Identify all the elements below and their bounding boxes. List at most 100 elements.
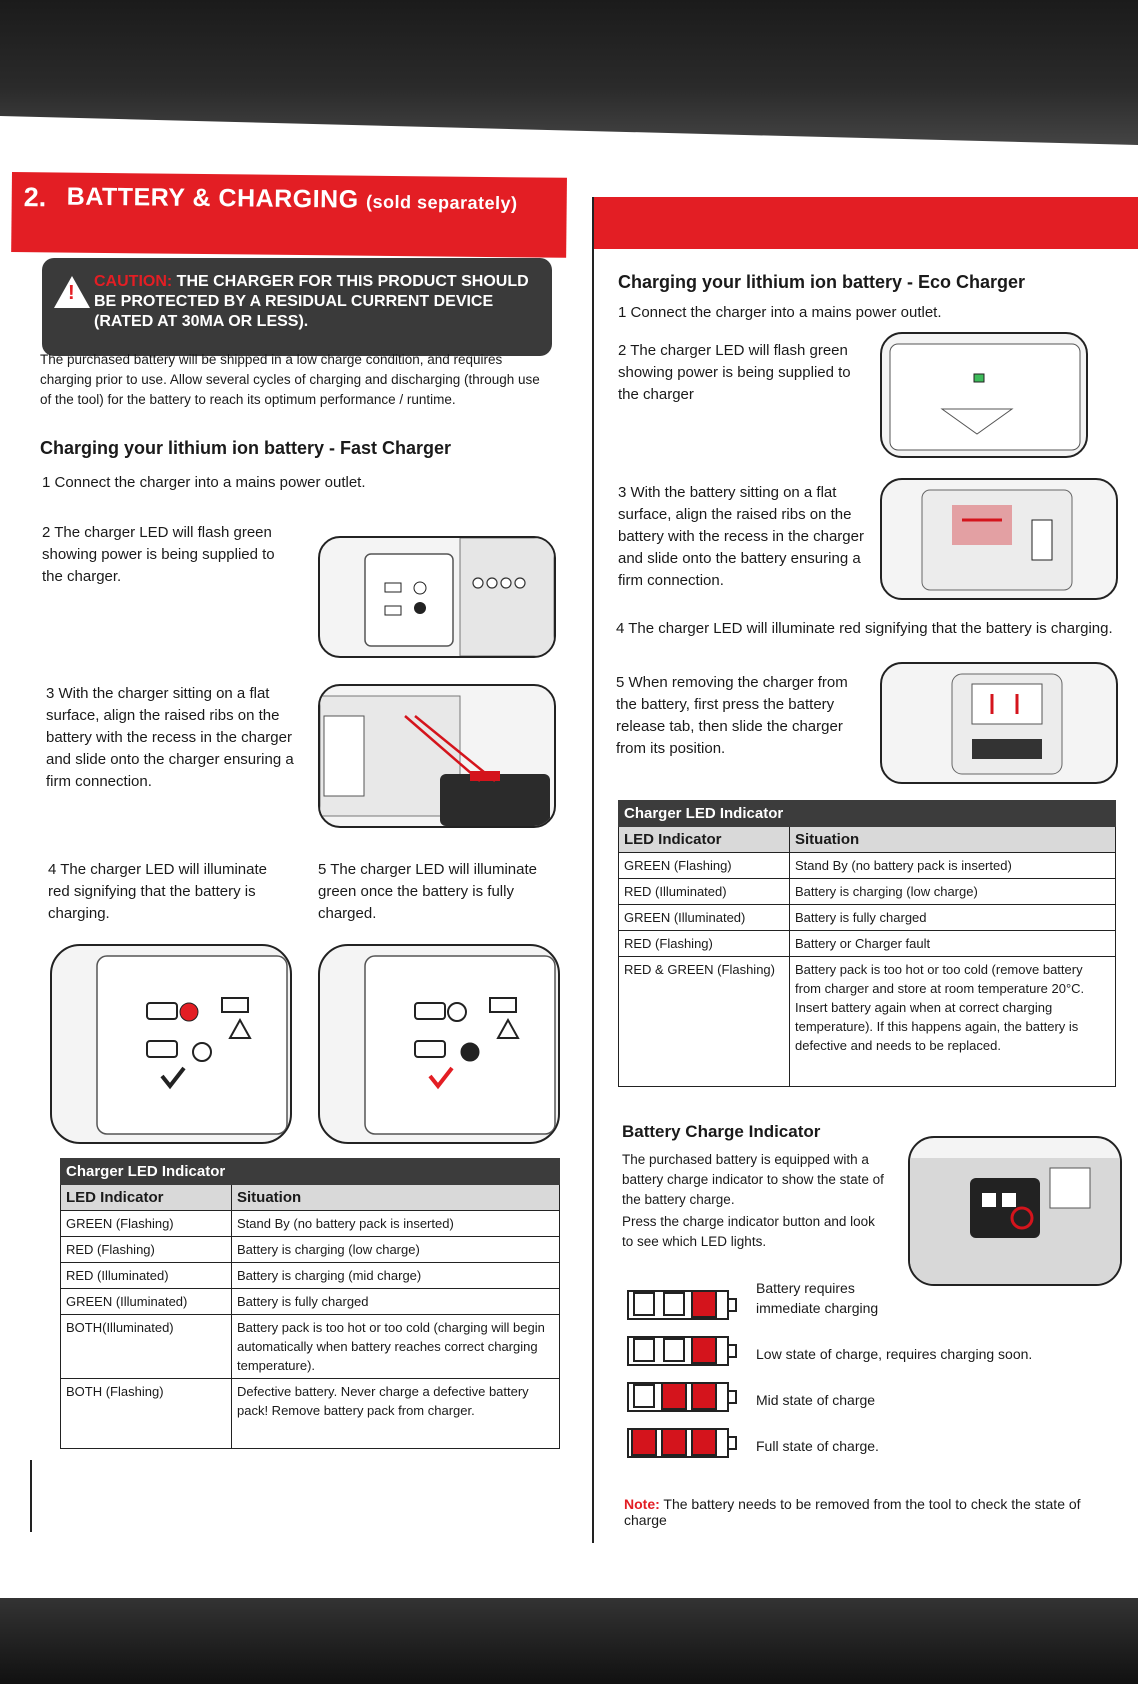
fast-charger-green-led-illustration (318, 944, 560, 1144)
table-cell: Battery is charging (low charge) (231, 1236, 560, 1263)
table-cell: Battery pack is too hot or too cold (rem… (789, 956, 1116, 1087)
table-header-situation: Situation (231, 1184, 560, 1211)
battery-frame (627, 1290, 729, 1320)
table-cell: GREEN (Flashing) (618, 852, 790, 879)
battery-cell-lit (691, 1382, 717, 1410)
fast-step-2: 2 The charger LED will flash green showi… (42, 524, 275, 585)
battery-level-1-label: Battery requires immediate charging (756, 1280, 879, 1316)
bci-text-1: The purchased battery is equipped with a… (622, 1152, 884, 1207)
table-row: RED (Illuminated)Battery is charging (mi… (60, 1262, 560, 1289)
fast-step-1: 1 Connect the charger into a mains power… (42, 474, 366, 491)
table-cell: RED (Illuminated) (60, 1262, 232, 1289)
note: Note: The battery needs to be removed fr… (624, 1496, 1124, 1528)
battery-cell-lit (691, 1336, 717, 1364)
fast-charger-led-illustration (318, 536, 556, 658)
table-row: RED (Flashing)Battery or Charger fault (618, 930, 1116, 957)
table-cell: Battery is fully charged (789, 904, 1116, 931)
battery-cell (633, 1338, 655, 1362)
table-cell: Battery is fully charged (231, 1288, 560, 1315)
bci-text-2: Press the charge indicator button and lo… (622, 1214, 875, 1249)
eco-charger-remove-image (951, 673, 1063, 775)
table-row: GREEN (Illuminated)Battery is fully char… (618, 904, 1116, 931)
battery-level-4 (627, 1428, 737, 1458)
battery-frame (627, 1428, 729, 1458)
right-column-divider (592, 197, 594, 1543)
eco-battery-insert-image (921, 489, 1073, 591)
battery-nub (729, 1344, 737, 1358)
eco-step-4: 4 The charger LED will illuminate red si… (616, 620, 1113, 637)
fast-step-4: 4 The charger LED will illuminate red si… (48, 861, 267, 922)
battery-cell (633, 1292, 655, 1316)
section-number: 2. (23, 182, 47, 213)
table-cell: Battery pack is too hot or too cold (cha… (231, 1314, 560, 1379)
bottom-dark-band (0, 1598, 1138, 1684)
battery-frame (627, 1336, 729, 1366)
left-margin (30, 250, 31, 1530)
table-row: RED (Flashing)Battery is charging (low c… (60, 1236, 560, 1263)
battery-level-1 (627, 1290, 737, 1320)
eco-charger-remove-illustration (880, 662, 1118, 784)
table-row: GREEN (Flashing)Stand By (no battery pac… (60, 1210, 560, 1237)
fast-step-3: 3 With the charger sitting on a flat sur… (46, 685, 294, 790)
eco-step-5: 5 When removing the charger from the bat… (616, 674, 848, 757)
table-cell: Stand By (no battery pack is inserted) (231, 1210, 560, 1237)
table-cell: GREEN (Illuminated) (618, 904, 790, 931)
table-cell: GREEN (Illuminated) (60, 1288, 232, 1315)
eco-charger-heading: Charging your lithium ion battery - Eco … (618, 272, 1026, 292)
battery-level-2-label: Low state of charge, requires charging s… (756, 1346, 1033, 1362)
caution-text: CAUTION: THE CHARGER FOR THIS PRODUCT SH… (94, 272, 544, 332)
table-cell: RED (Illuminated) (618, 878, 790, 905)
battery-level-4-label: Full state of charge. (756, 1438, 879, 1454)
table-row: GREEN (Flashing)Stand By (no battery pac… (618, 852, 1116, 879)
spacer (596, 1260, 597, 1261)
table-cell: BOTH(Illuminated) (60, 1314, 232, 1379)
left-bottom-rule (30, 1460, 32, 1532)
warning-icon (54, 276, 90, 308)
fast-charger-insert-image (320, 695, 550, 826)
eco-step-2: 2 The charger LED will flash green showi… (618, 342, 851, 403)
battery-cell (663, 1338, 685, 1362)
fast-charger-insert-illustration (318, 684, 556, 828)
table-row: BOTH (Flashing)Defective battery. Never … (60, 1378, 560, 1449)
battery-nub (729, 1390, 737, 1404)
battery-charge-indicator-heading: Battery Charge Indicator (622, 1122, 821, 1141)
table-cell: RED (Flashing) (618, 930, 790, 957)
battery-cell-lit (661, 1382, 687, 1410)
table-row: BOTH(Illuminated)Battery pack is too hot… (60, 1314, 560, 1379)
intro-paragraph: The purchased battery will be shipped in… (40, 352, 540, 407)
battery-cell-lit (691, 1428, 717, 1456)
eco-step-1: 1 Connect the charger into a mains power… (618, 304, 942, 321)
fast-charger-heading: Charging your lithium ion battery - Fast… (40, 438, 452, 458)
battery-indicator-image (910, 1158, 1120, 1284)
battery-cell-lit (691, 1290, 717, 1318)
battery-level-3 (627, 1382, 737, 1412)
table-caption: Charger LED Indicator (60, 1158, 560, 1185)
table-cell: BOTH (Flashing) (60, 1378, 232, 1449)
caution-message: THE CHARGER FOR THIS PRODUCT SHOULD BE P… (94, 273, 529, 330)
table-cell: GREEN (Flashing) (60, 1210, 232, 1237)
table-row: RED (Illuminated)Battery is charging (lo… (618, 878, 1116, 905)
table-cell: RED (Flashing) (60, 1236, 232, 1263)
table-row: GREEN (Illuminated)Battery is fully char… (60, 1288, 560, 1315)
top-dark-band (0, 0, 1138, 145)
green-led-image (364, 955, 556, 1135)
table-caption: Charger LED Indicator (618, 800, 1116, 827)
battery-cell-lit (661, 1428, 687, 1456)
eco-battery-insert-illustration (880, 478, 1118, 600)
section-title: BATTERY & CHARGING (sold separately) (66, 182, 518, 214)
battery-frame (627, 1382, 729, 1412)
battery-nub (729, 1436, 737, 1450)
section-subtitle: (sold separately) (365, 191, 518, 214)
note-label: Note: (624, 1496, 660, 1512)
battery-cell (633, 1384, 655, 1408)
table-cell: RED & GREEN (Flashing) (618, 956, 790, 1087)
red-led-image (96, 955, 288, 1135)
table-cell: Battery is charging (mid charge) (231, 1262, 560, 1289)
table-header-led: LED Indicator (618, 826, 790, 853)
note-text: The battery needs to be removed from the… (624, 1496, 1081, 1528)
battery-cell (663, 1292, 685, 1316)
battery-cell-lit (631, 1428, 657, 1456)
fast-charger-led-image (364, 538, 554, 656)
